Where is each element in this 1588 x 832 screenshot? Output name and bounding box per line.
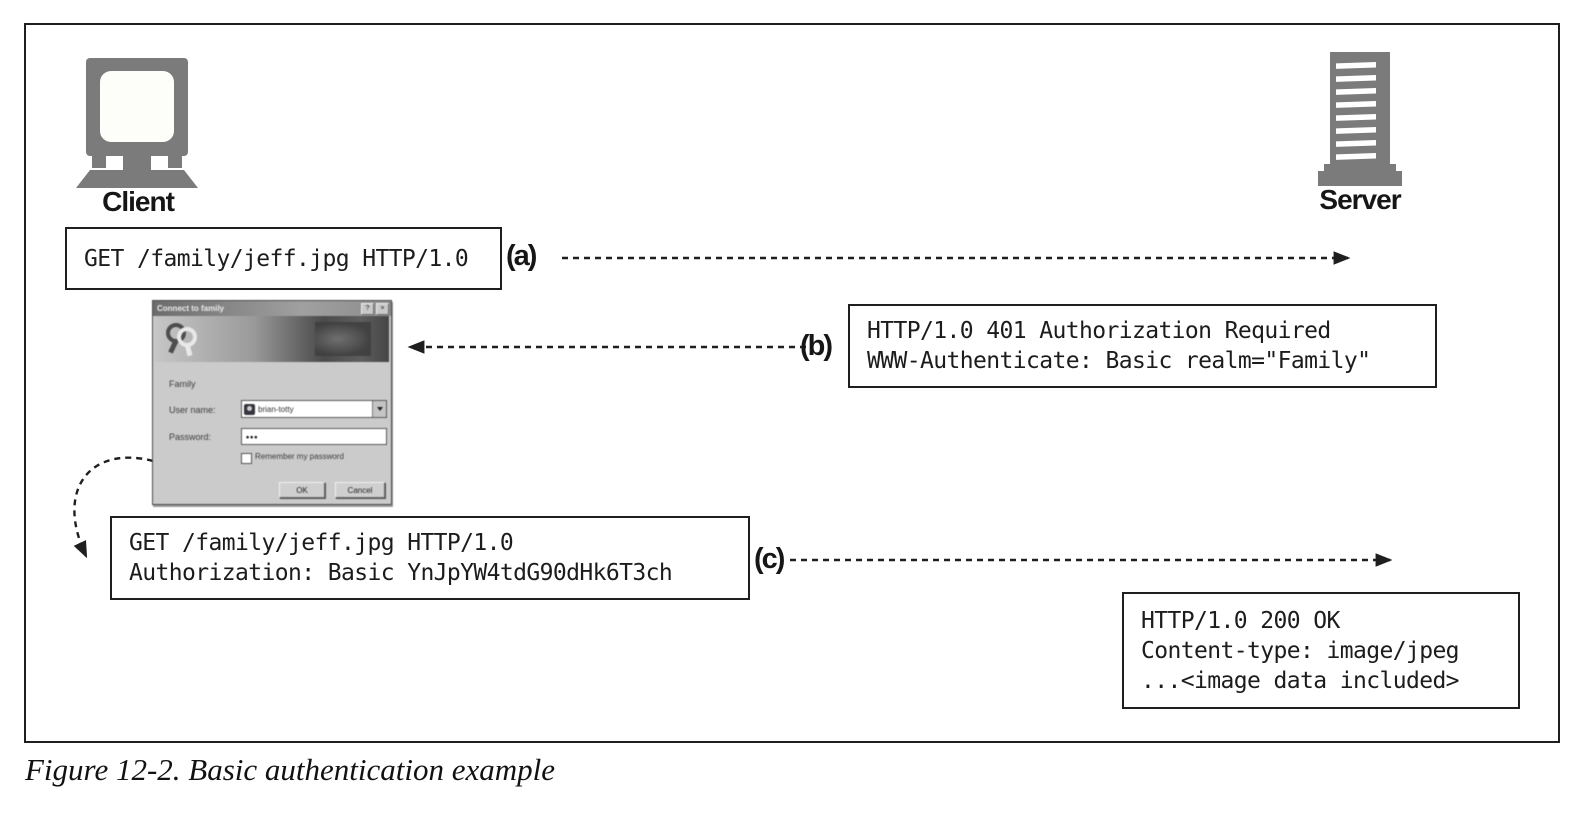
step-label-a: (a) — [506, 240, 537, 272]
cancel-button[interactable]: Cancel — [335, 482, 385, 498]
response-box-200: HTTP/1.0 200 OK Content-type: image/jpeg… — [1122, 592, 1520, 709]
message-line: Authorization: Basic YnJpYW4tdG90dHk6T3c… — [129, 560, 673, 586]
help-button[interactable]: ? — [361, 302, 374, 315]
ok-button[interactable]: OK — [279, 482, 325, 498]
message-line: GET /family/jeff.jpg HTTP/1.0 — [129, 530, 514, 556]
diagram-border — [24, 23, 1560, 743]
client-computer-icon — [76, 58, 198, 188]
dialog-banner — [155, 316, 389, 362]
message-line: HTTP/1.0 401 Authorization Required — [867, 318, 1331, 344]
message-line: HTTP/1.0 200 OK — [1141, 607, 1340, 634]
password-label: Password: — [169, 432, 212, 442]
dialog-title: Connect to family — [157, 304, 225, 313]
server-icon — [1318, 52, 1402, 186]
response-box-b: HTTP/1.0 401 Authorization Required WWW-… — [848, 304, 1437, 388]
message-line: Content-type: image/jpeg — [1141, 637, 1460, 664]
message-line: WWW-Authenticate: Basic realm="Family" — [867, 348, 1371, 374]
request-box-a: GET /family/jeff.jpg HTTP/1.0 — [65, 227, 502, 290]
message-line: ...<image data included> — [1141, 667, 1460, 694]
realm-label: Family — [169, 379, 196, 389]
message-line: GET /family/jeff.jpg HTTP/1.0 — [84, 245, 469, 272]
request-box-c: GET /family/jeff.jpg HTTP/1.0 Authorizat… — [110, 516, 750, 600]
remember-label: Remember my password — [255, 452, 344, 461]
server-label: Server — [1319, 184, 1401, 215]
password-dialog: Connect to family ? × Family User name: … — [152, 300, 392, 505]
remember-checkbox[interactable] — [241, 453, 252, 464]
keys-icon — [166, 323, 197, 357]
close-button[interactable]: × — [376, 302, 389, 315]
user-icon — [244, 403, 255, 415]
banner-photo-fragment — [315, 322, 371, 356]
password-field[interactable]: ••• — [241, 428, 387, 445]
dialog-title-bar: Connect to family ? × — [153, 301, 391, 316]
chevron-down-icon[interactable] — [372, 401, 386, 417]
figure-caption: Figure 12-2. Basic authentication exampl… — [25, 752, 556, 787]
username-label: User name: — [169, 405, 216, 415]
step-label-c: (c) — [754, 543, 785, 575]
step-label-b: (b) — [800, 330, 833, 362]
client-label: Client — [102, 186, 175, 217]
username-combobox[interactable]: brian-totty — [241, 400, 387, 418]
username-value: brian-totty — [258, 404, 294, 414]
